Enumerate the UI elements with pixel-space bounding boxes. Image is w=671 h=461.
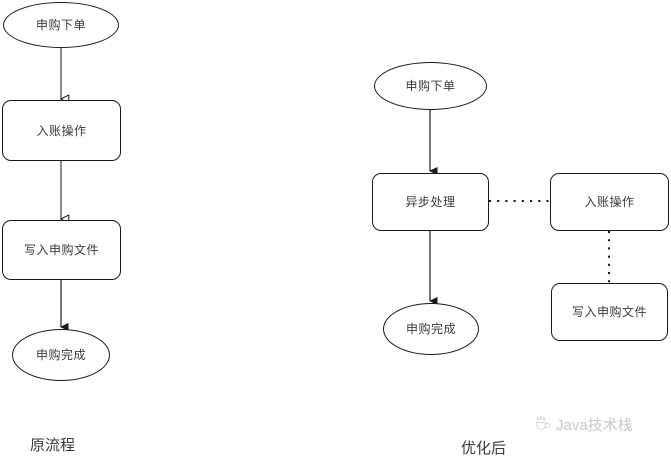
watermark: Java技术栈 — [534, 416, 633, 434]
node-right-async-process[interactable]: 异步处理 — [372, 173, 489, 231]
node-label: 入账操作 — [36, 123, 87, 138]
node-left-end-complete[interactable]: 申购完成 — [12, 329, 110, 381]
node-label: 申购下单 — [35, 18, 86, 32]
node-label: 写入申购文件 — [571, 305, 647, 319]
node-label: 申购完成 — [405, 322, 456, 336]
node-label: 申购完成 — [35, 348, 86, 362]
node-label: 入账操作 — [584, 195, 635, 209]
node-left-account-operation[interactable]: 入账操作 — [2, 100, 121, 161]
node-right-start-order[interactable]: 申购下单 — [374, 62, 487, 110]
caption-left-flow: 原流程 — [30, 437, 76, 454]
node-label: 申购下单 — [405, 79, 456, 93]
node-right-write-file[interactable]: 写入申购文件 — [551, 283, 668, 341]
caption-right-flow: 优化后 — [461, 440, 507, 457]
node-left-start-order[interactable]: 申购下单 — [3, 2, 119, 48]
node-label: 异步处理 — [405, 195, 456, 209]
node-right-end-complete[interactable]: 申购完成 — [383, 303, 479, 355]
coffee-cup-icon — [534, 416, 551, 434]
node-left-write-file[interactable]: 写入申购文件 — [2, 220, 121, 280]
node-label: 写入申购文件 — [23, 243, 99, 257]
watermark-text: Java技术栈 — [556, 417, 633, 434]
node-right-account-operation[interactable]: 入账操作 — [550, 173, 669, 231]
